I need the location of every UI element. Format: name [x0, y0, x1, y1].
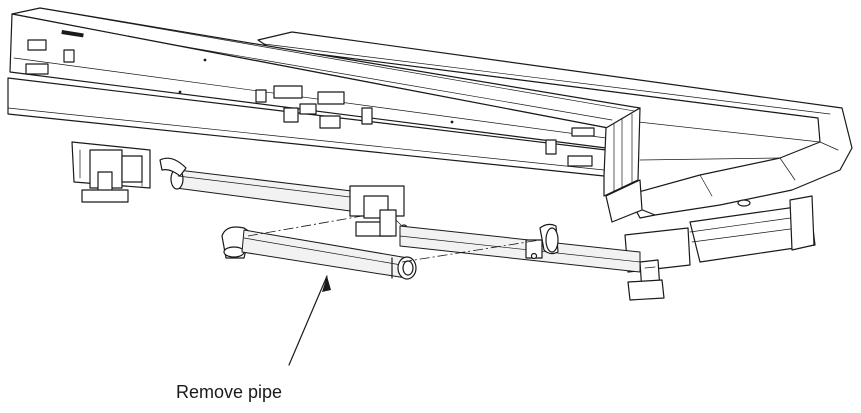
- callout-label-remove-pipe: Remove pipe: [176, 382, 282, 402]
- lower-rail: [399, 223, 641, 273]
- left-leg-assembly: [71, 141, 151, 203]
- rear-pipe: [159, 157, 361, 213]
- exploded-guide-lines: [247, 215, 541, 263]
- right-leg-assembly: [624, 195, 816, 301]
- center-bracket: [349, 185, 409, 237]
- removed-pipe: [221, 226, 417, 280]
- main-housing: [7, 7, 643, 223]
- callout-leader: [288, 275, 331, 366]
